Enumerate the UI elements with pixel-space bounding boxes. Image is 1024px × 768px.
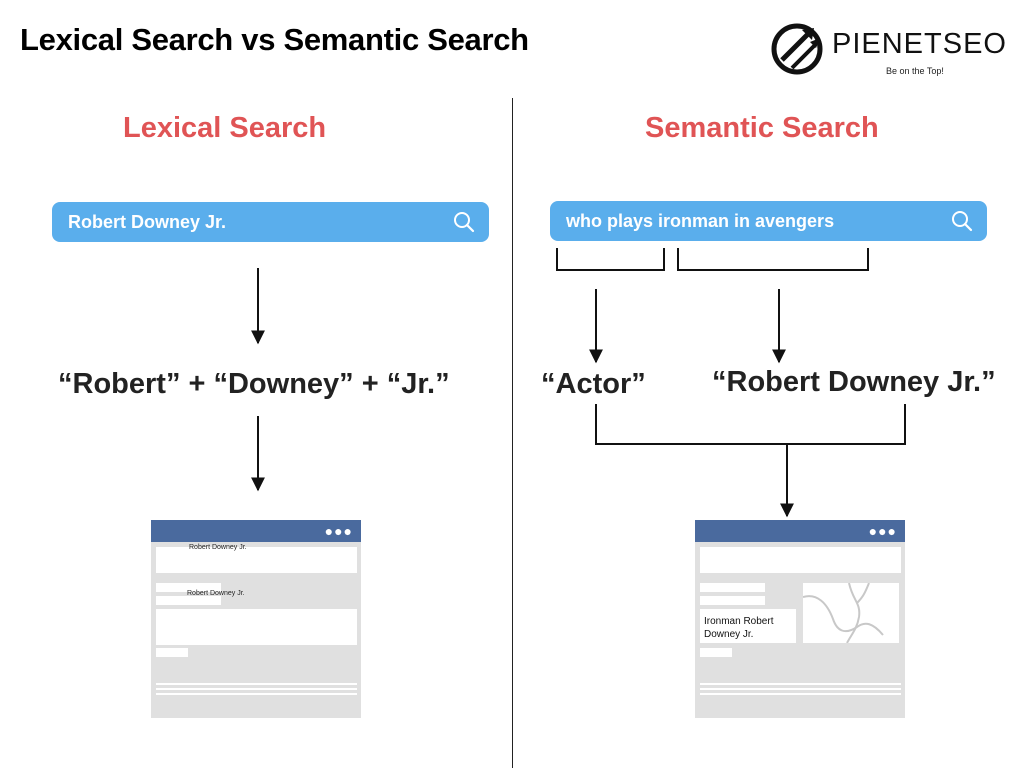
result-line	[156, 596, 221, 605]
lexical-search-query: Robert Downey Jr.	[68, 211, 227, 232]
combine-bracket	[595, 404, 906, 445]
page-title: Lexical Search vs Semantic Search	[20, 22, 529, 57]
logo-tagline: Be on the Top!	[886, 66, 944, 76]
growth-arrow-icon	[771, 23, 823, 75]
semantic-concept-actor: “Actor”	[541, 368, 646, 400]
lexical-heading: Lexical Search	[123, 112, 327, 144]
map-roads-icon	[803, 583, 884, 643]
lexical-snippet-1: Robert Downey Jr.	[189, 544, 247, 551]
result-block	[156, 609, 357, 645]
footer-line	[700, 683, 901, 685]
knowledge-panel: Ironman Robert Downey Jr.	[700, 609, 796, 643]
more-dots-icon: ●●●	[868, 523, 897, 539]
lexical-result-page: ●●● Robert Downey Jr. Robert Downey Jr.	[151, 520, 361, 718]
result-block	[700, 547, 901, 573]
lexical-tokens: “Robert” + “Downey” + “Jr.”	[58, 368, 450, 400]
semantic-result-page: ●●● Ironman Robert Downey Jr.	[695, 520, 905, 718]
result-block	[156, 547, 357, 573]
column-divider	[512, 98, 513, 768]
query-bracket-2	[677, 248, 869, 271]
search-icon[interactable]	[453, 211, 475, 233]
semantic-concept-entity: “Robert Downey Jr.”	[712, 366, 996, 398]
footer-line	[700, 688, 901, 690]
result-line	[156, 583, 221, 592]
lexical-snippet-2: Robert Downey Jr.	[187, 590, 245, 597]
footer-line	[156, 688, 357, 690]
result-line	[700, 583, 765, 592]
footer-line	[700, 693, 901, 695]
semantic-snippet: Ironman Robert Downey Jr.	[704, 616, 774, 640]
result-line	[156, 648, 188, 657]
footer-line	[156, 693, 357, 695]
more-dots-icon: ●●●	[324, 523, 353, 539]
search-icon[interactable]	[951, 210, 973, 232]
result-line	[700, 596, 765, 605]
browser-title-bar: ●●●	[695, 520, 905, 542]
logo-name: PIENETSEO	[832, 28, 1007, 60]
browser-title-bar: ●●●	[151, 520, 361, 542]
map-thumbnail	[803, 583, 899, 643]
lexical-search-bar[interactable]: Robert Downey Jr.	[52, 202, 489, 242]
semantic-heading: Semantic Search	[645, 112, 879, 144]
query-bracket-1	[556, 248, 665, 271]
semantic-search-query: who plays ironman in avengers	[566, 210, 835, 231]
footer-line	[156, 683, 357, 685]
semantic-search-bar[interactable]: who plays ironman in avengers	[550, 201, 987, 241]
logo: PIENETSEO Be on the Top!	[770, 20, 1010, 82]
result-line	[700, 648, 732, 657]
